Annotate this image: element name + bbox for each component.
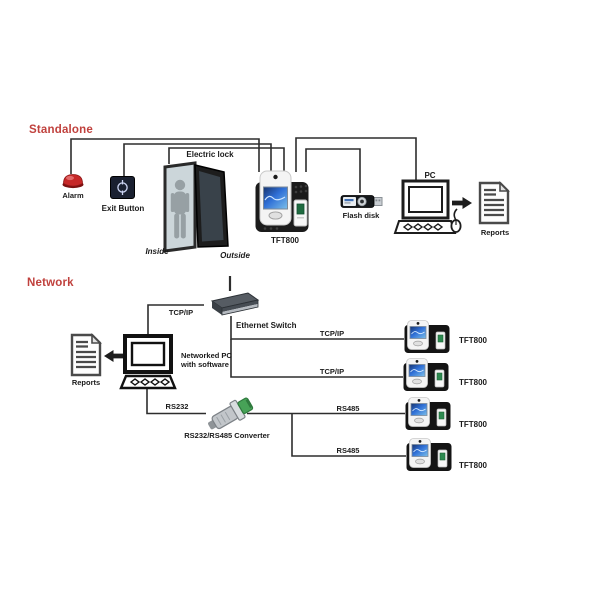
door-with-person-icon [158,160,232,254]
exit-button-label: Exit Button [101,204,145,213]
tft800-network-3-label: TFT800 [459,420,488,429]
reports-network-label: Reports [71,378,101,387]
electric-lock-label: Electric lock [186,150,234,159]
inside-label: Inside [145,247,169,256]
tcpip-pc-switch-label: TCP/IP [168,308,194,317]
tft800-terminal-icon [405,397,451,431]
tcpip-link-1-label: TCP/IP [319,329,345,338]
network-section-title: Network [27,277,74,289]
tcpip-link-2-label: TCP/IP [319,367,345,376]
ethernet-switch-icon [202,289,260,319]
tft800-terminal-icon [255,170,310,234]
tft800-network-4-label: TFT800 [459,461,488,470]
reports-standalone-label: Reports [480,228,510,237]
rs232-label: RS232 [165,402,189,411]
networked-pc-label-line2: with software [181,360,229,369]
networked-pc-label-line1: Networked PC [181,351,232,360]
ethernet-switch-label: Ethernet Switch [236,321,297,330]
networked-pc-icon [119,334,177,390]
arrow-right-icon [452,197,472,209]
tft800-terminal-icon [406,438,452,472]
tft800-network-2-label: TFT800 [459,378,488,387]
rs485-link-4-label: RS485 [336,446,360,455]
rs485-link-3-label: RS485 [336,404,360,413]
alarm-dome-icon [61,170,85,189]
tft800-standalone-label: TFT800 [270,236,299,245]
pc-label: PC [424,171,436,180]
tft800-terminal-icon [404,320,450,354]
standalone-section-title: Standalone [29,124,93,136]
usb-flash-drive-icon [337,192,383,210]
exit-button-icon [110,176,135,199]
tft800-network-1-label: TFT800 [459,336,488,345]
alarm-label: Alarm [62,191,84,200]
converter-label: RS232/RS485 Converter [184,431,270,440]
outside-label: Outside [220,251,250,260]
flash-disk-label: Flash disk [342,211,380,220]
rs232-rs485-converter-icon [205,394,257,434]
tft800-terminal-icon [403,358,449,392]
report-document-icon [69,333,103,377]
report-document-icon [477,181,511,225]
